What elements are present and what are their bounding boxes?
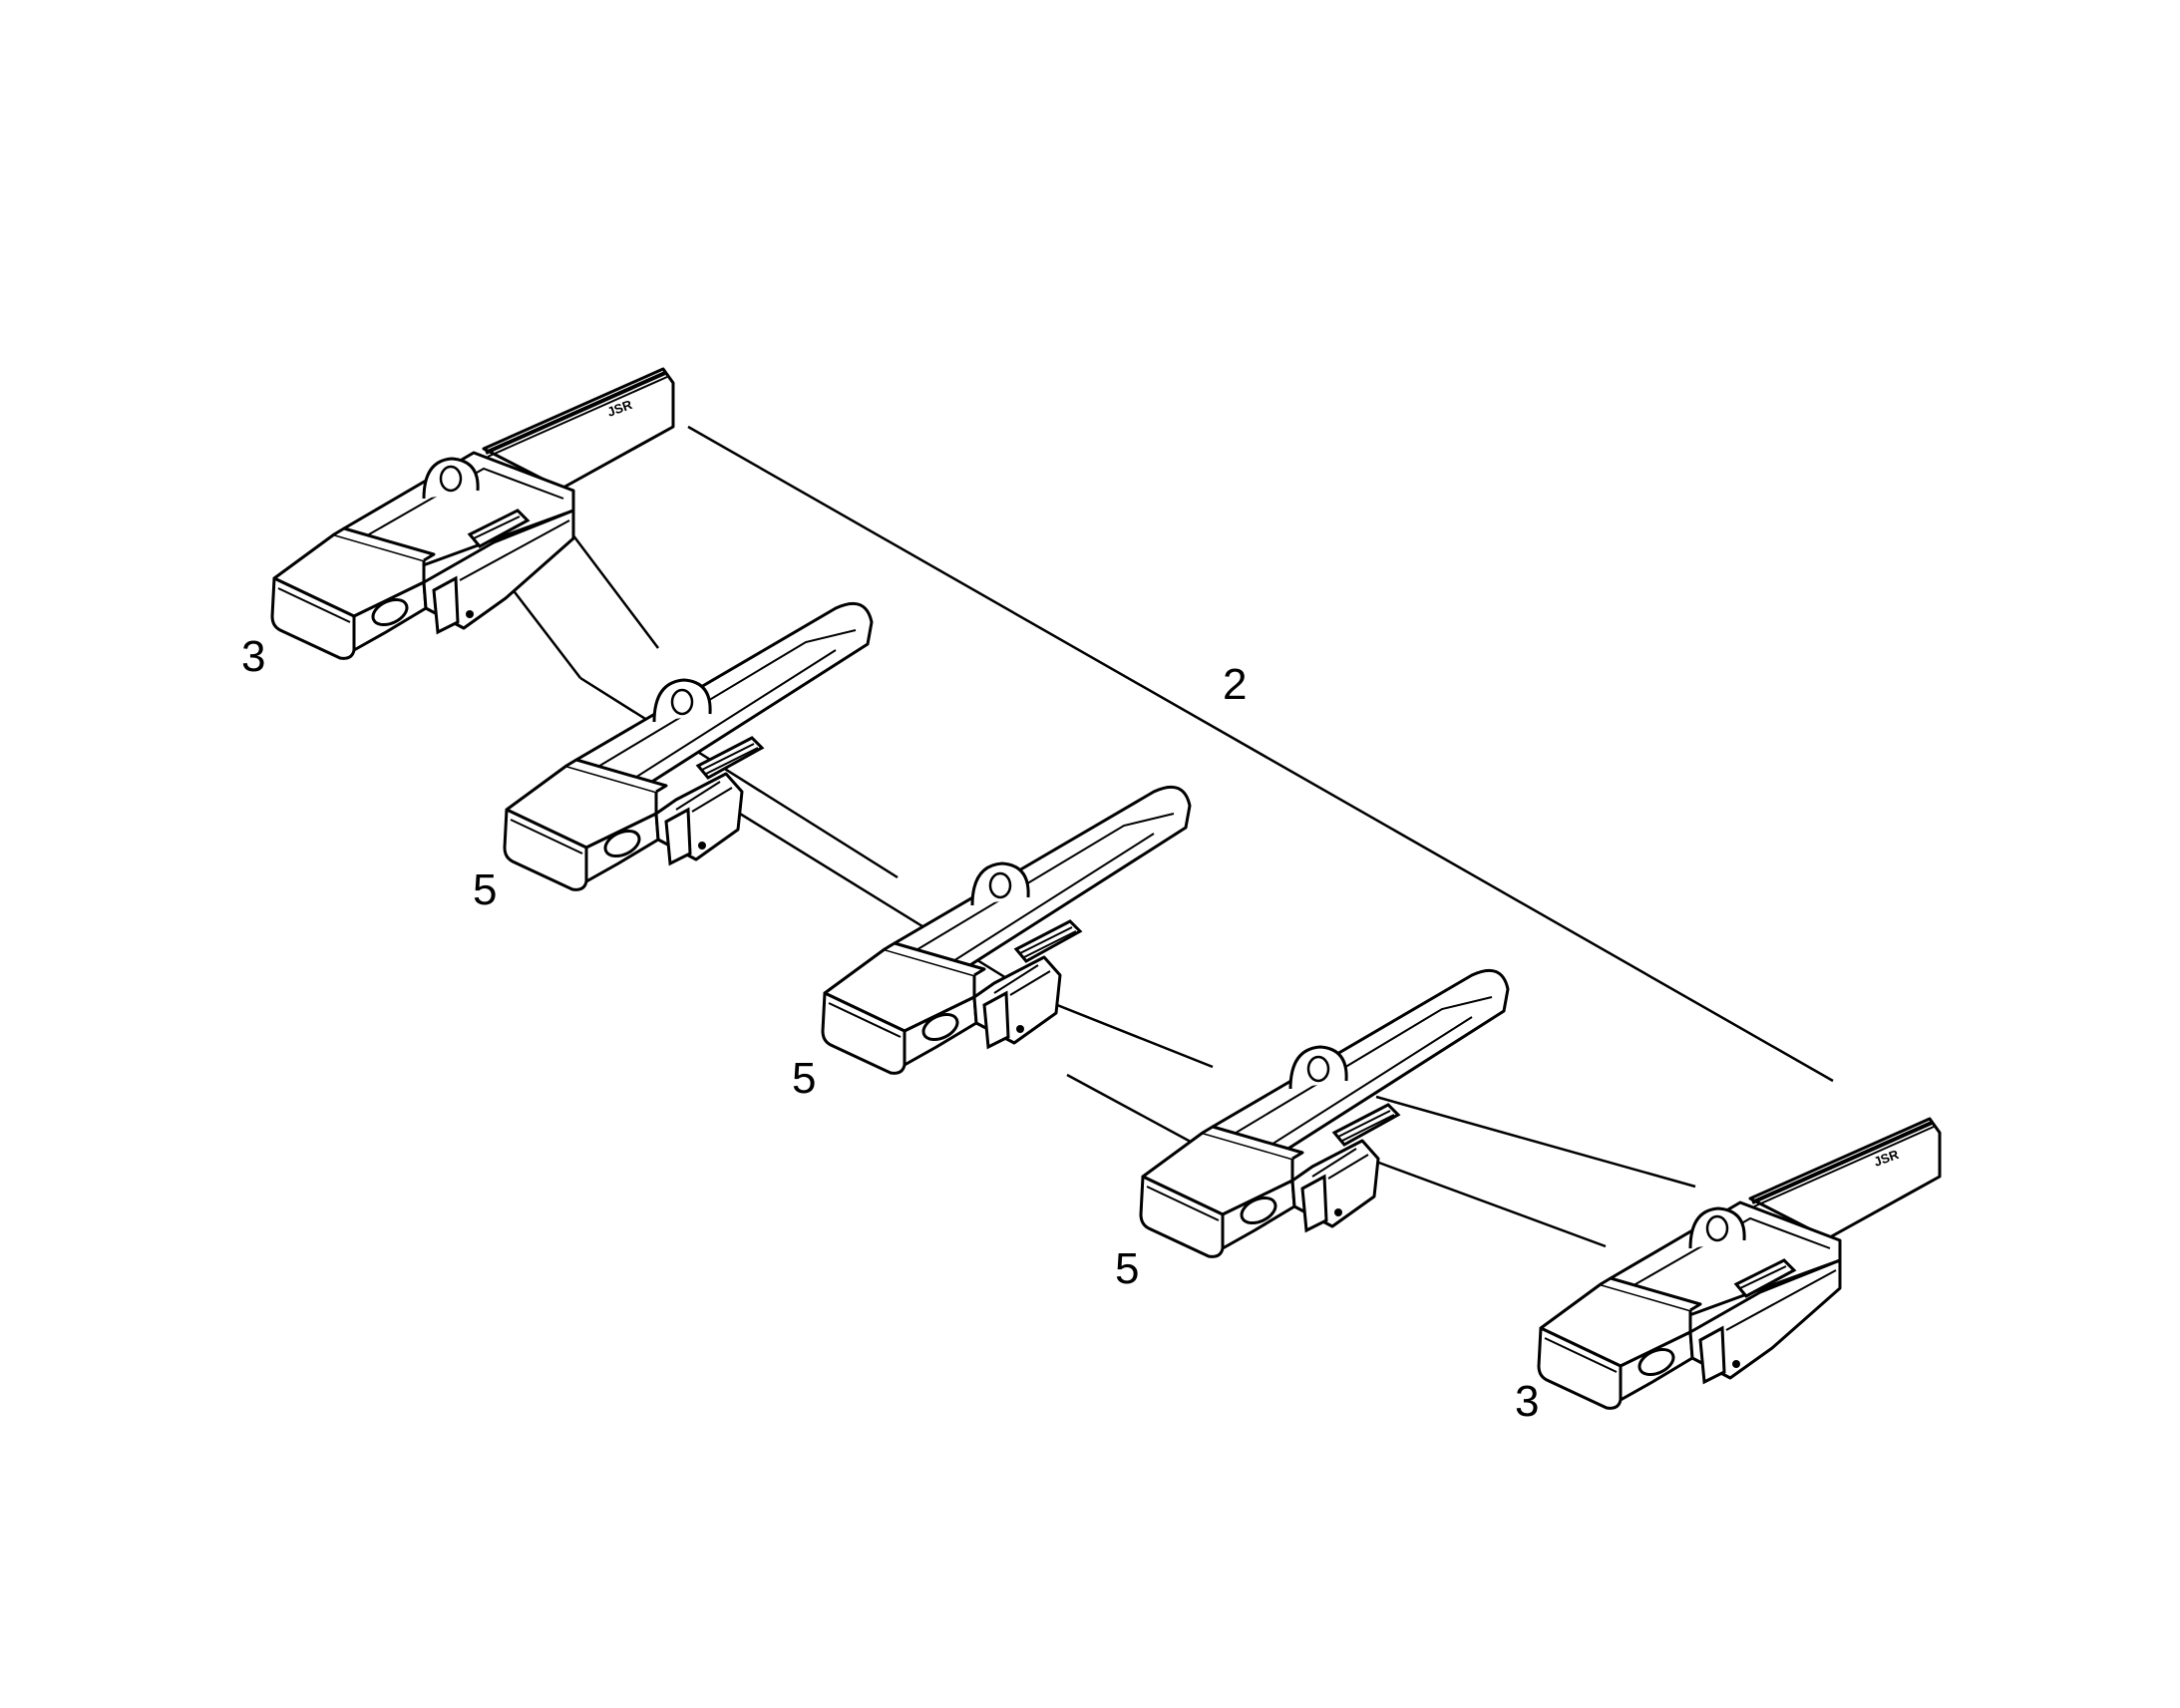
callout-item-5-second: 5: [792, 1054, 817, 1103]
corner-adapter-right: [1537, 1117, 1942, 1411]
corner-adapter-left: [270, 367, 675, 661]
callout-item-5-first: 5: [473, 865, 498, 914]
callout-item-5-third: 5: [1115, 1244, 1140, 1293]
bucket-lip: [508, 425, 1834, 1248]
callout-item-2-lip: 2: [1223, 660, 1248, 709]
callout-item-3-right: 3: [1515, 1377, 1540, 1426]
callout-item-3-left: 3: [241, 632, 266, 681]
center-adapter-2: [821, 785, 1192, 1075]
center-adapter-3: [1139, 968, 1510, 1258]
center-adapter-1: [503, 601, 874, 891]
